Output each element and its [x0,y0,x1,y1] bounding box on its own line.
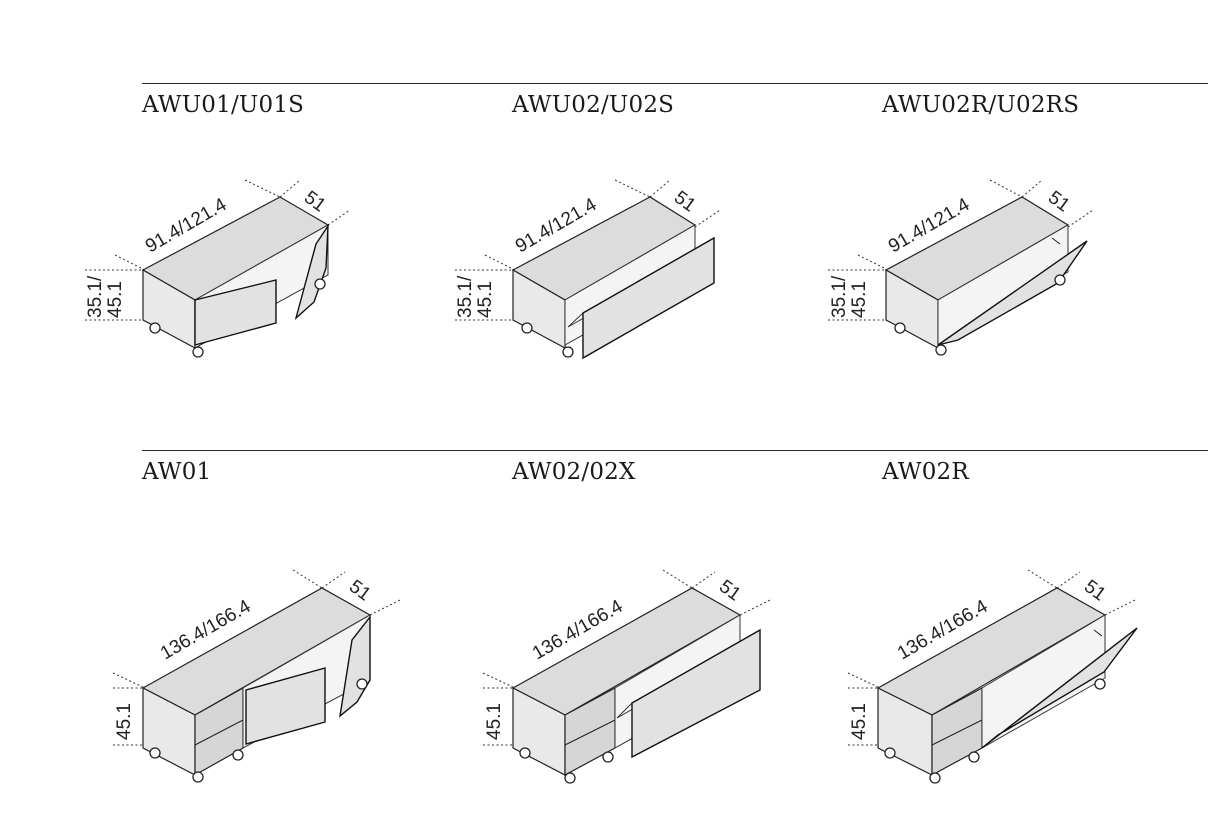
dim-height-aw02r: 45.1 [849,703,870,740]
section-divider-top [142,83,1208,84]
drawing-aw01: 136.4/166.4 51 45.1 [112,569,401,783]
model-title-awu02r: AWU02R/U02RS [882,92,1080,118]
drawing-awu01: 91.4/121.4 51 35.1/ 45.1 [85,179,351,358]
dim-height-bottom-awu02: 45.1 [475,281,496,318]
dim-height-top-awu02r: 35.1/ [829,275,850,318]
model-title-aw01: AW01 [142,459,212,485]
model-title-awu02: AWU02/U02S [512,92,675,118]
drawing-aw02r: 136.4/166.4 51 45.1 [847,569,1138,784]
drawing-awu02: 91.4/121.4 51 35.1/ 45.1 [455,179,721,360]
dim-height-aw02: 45.1 [484,703,505,740]
dim-depth-awu02r: 51 [1044,187,1073,216]
drawing-aw02: 136.4/166.4 51 45.1 [482,569,771,784]
dim-height-top-awu01: 35.1/ [85,275,106,318]
model-title-aw02r: AW02R [882,459,969,485]
drawing-awu02r: 91.4/121.4 51 35.1/ 45.1 [828,179,1094,356]
model-title-aw02: AW02/02X [512,459,636,485]
model-title-awu01: AWU01/U01S [142,92,305,118]
section-divider-middle [142,450,1208,451]
dim-depth-aw02r: 51 [1080,576,1109,605]
dim-height-bottom-awu02r: 45.1 [849,281,870,318]
dim-height-bottom-awu01: 45.1 [105,281,126,318]
dim-height-aw01: 45.1 [114,703,135,740]
dim-depth-aw01: 51 [345,576,374,605]
dim-depth-aw02: 51 [715,576,744,605]
dim-height-top-awu02: 35.1/ [455,275,476,318]
